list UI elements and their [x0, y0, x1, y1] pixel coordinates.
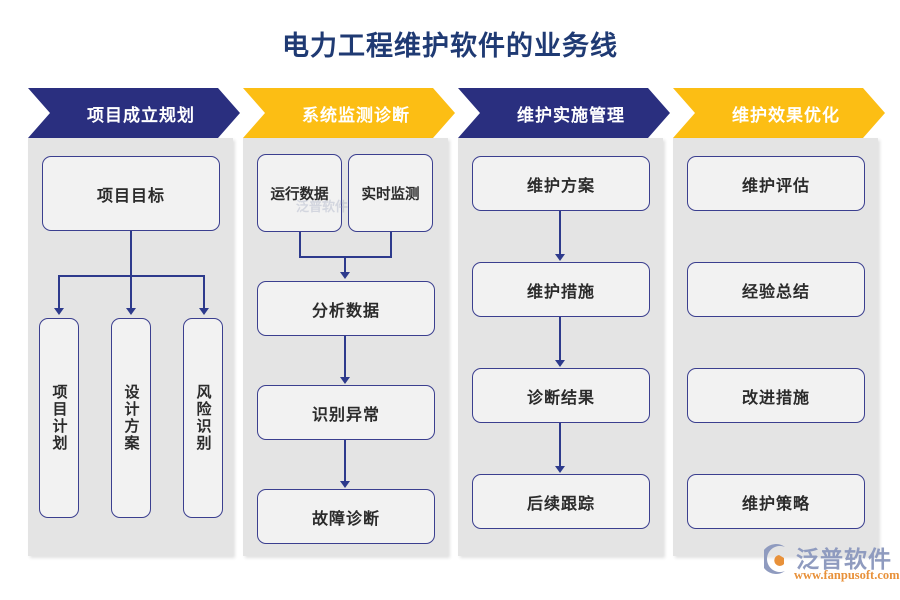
- connector-识别异常-故障诊断: [344, 440, 346, 483]
- node-维护方案[interactable]: 维护方案: [472, 156, 650, 211]
- stage-banner-label-1: 项目成立规划: [87, 105, 195, 125]
- fanpu-logo-icon: [764, 544, 785, 574]
- node-分析数据[interactable]: 分析数据: [257, 281, 435, 336]
- node-维护评估[interactable]: 维护评估: [687, 156, 865, 211]
- node-故障诊断[interactable]: 故障诊断: [257, 489, 435, 544]
- brand-logo: 泛普软件 www.fanpusoft.com: [764, 540, 900, 590]
- stage-panel-4: 维护评估 经验总结 改进措施 维护策略: [673, 138, 878, 556]
- arrowhead-to-维护措施: [555, 254, 565, 261]
- node-项目计划[interactable]: 项目计划: [39, 318, 79, 518]
- stage-banner-2[interactable]: 系统监测诊断: [243, 88, 455, 138]
- connector-维护方案-维护措施: [559, 211, 561, 256]
- stage-panel-2: 运行数据 实时监测 分析数据 识别异常 故障诊断: [243, 138, 448, 556]
- watermark: 泛普软件: [296, 199, 349, 214]
- node-项目目标[interactable]: 项目目标: [42, 156, 220, 231]
- brand-name: 泛普软件: [796, 546, 892, 572]
- node-经验总结[interactable]: 经验总结: [687, 262, 865, 317]
- node-风险识别[interactable]: 风险识别: [183, 318, 223, 518]
- page-title: 电力工程维护软件的业务线: [282, 31, 618, 61]
- stage-banner-label-3: 维护实施管理: [517, 105, 625, 125]
- stage-banner-label-2: 系统监测诊断: [302, 105, 410, 125]
- node-维护策略[interactable]: 维护策略: [687, 474, 865, 529]
- connector-分析数据-识别异常: [344, 336, 346, 379]
- arrowhead-right: [199, 308, 209, 315]
- node-识别异常[interactable]: 识别异常: [257, 385, 435, 440]
- arrowhead-to-诊断结果: [555, 360, 565, 367]
- connector-merge-left: [299, 232, 301, 258]
- stage-column-4: 维护效果优化 维护评估 经验总结 改进措施 维护策略: [673, 88, 885, 556]
- connector-branch-right: [203, 275, 205, 310]
- stage-column-3: 维护实施管理 维护方案 维护措施 诊断结果 后续跟踪: [458, 88, 670, 556]
- stage-panel-1: 项目目标 项目计划 设计方案 风险识别: [28, 138, 233, 556]
- node-设计方案[interactable]: 设计方案: [111, 318, 151, 518]
- stage-banner-3[interactable]: 维护实施管理: [458, 88, 670, 138]
- connector-诊断结果-后续跟踪: [559, 423, 561, 468]
- stage-column-2: 系统监测诊断 运行数据 实时监测 分析数据 识别异常 故障诊断: [243, 88, 455, 556]
- stage-panel-3: 维护方案 维护措施 诊断结果 后续跟踪: [458, 138, 663, 556]
- arrowhead-left: [54, 308, 64, 315]
- stage-banner-label-4: 维护效果优化: [732, 105, 840, 125]
- node-改进措施[interactable]: 改进措施: [687, 368, 865, 423]
- connector-branch-left: [58, 275, 60, 310]
- node-实时监测[interactable]: 实时监测: [348, 154, 433, 232]
- arrowhead-to-故障诊断: [340, 481, 350, 488]
- connector-trunk: [130, 231, 132, 276]
- stage-banner-1[interactable]: 项目成立规划: [28, 88, 240, 138]
- stage-column-1: 项目成立规划 项目目标 项目计划 设计方案 风险识别: [28, 88, 240, 556]
- node-运行数据[interactable]: 运行数据: [257, 154, 342, 232]
- arrowhead-to-分析数据: [340, 272, 350, 279]
- connector-维护措施-诊断结果: [559, 317, 561, 362]
- node-后续跟踪[interactable]: 后续跟踪: [472, 474, 650, 529]
- brand-url: www.fanpusoft.com: [794, 568, 900, 582]
- node-诊断结果[interactable]: 诊断结果: [472, 368, 650, 423]
- arrowhead-to-识别异常: [340, 377, 350, 384]
- arrowhead-mid: [126, 308, 136, 315]
- connector-merge-right: [390, 232, 392, 258]
- node-维护措施[interactable]: 维护措施: [472, 262, 650, 317]
- arrowhead-to-后续跟踪: [555, 466, 565, 473]
- connector-merge-stem: [344, 256, 346, 274]
- connector-branch-mid: [130, 275, 132, 310]
- stage-banner-4[interactable]: 维护效果优化: [673, 88, 885, 138]
